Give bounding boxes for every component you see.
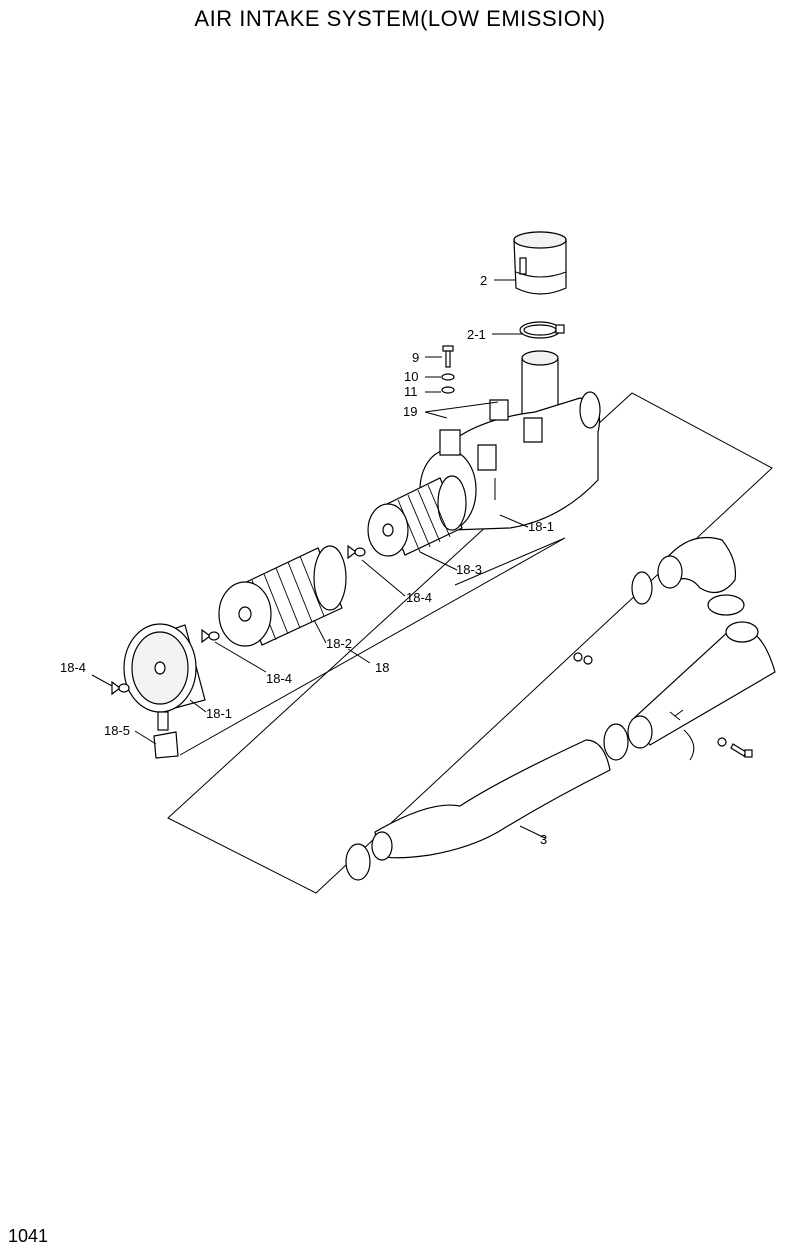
long-hose-part: [345, 739, 611, 881]
rain-cap-part: [513, 231, 567, 295]
clamp-part: [519, 321, 565, 339]
elbow-hose-part: [631, 536, 745, 616]
page-number: 1041: [8, 1226, 49, 1246]
wing-nut-part: [201, 628, 220, 644]
callout-label: 18: [375, 660, 389, 675]
dust-valve-part: [153, 711, 179, 759]
hose-clamp-part: [603, 723, 629, 761]
callout-label: 18-4: [266, 671, 292, 686]
callout-label: 2-1: [467, 327, 486, 342]
page-title: AIR INTAKE SYSTEM(LOW EMISSION): [194, 6, 606, 31]
wing-nut-part: [347, 544, 366, 560]
leader-lines: [91, 279, 546, 839]
bolt-part: [730, 743, 753, 758]
callout-label: 11: [404, 384, 418, 399]
callout-label: 2: [480, 273, 487, 288]
cover-part: [123, 623, 206, 713]
callout-label: 18-4: [60, 660, 86, 675]
nut-part: [573, 652, 593, 665]
safety-element-part: [367, 475, 467, 557]
filter-group-frame: [179, 537, 566, 756]
group-frame: [167, 392, 773, 894]
callout-label: 18-2: [326, 636, 352, 651]
wing-nut-part: [111, 680, 130, 696]
pipe-part: [627, 621, 776, 749]
callout-label: 18-4: [406, 590, 432, 605]
washer-part: [441, 386, 455, 394]
washer-part: [717, 737, 727, 747]
callout-label: 3: [540, 832, 547, 847]
bolt-part: [442, 345, 454, 368]
main-element-part: [218, 545, 347, 647]
callout-label: 19: [403, 404, 417, 419]
callout-label: 18-1: [528, 519, 554, 534]
callout-label: 18-1: [206, 706, 232, 721]
hose-clamp-part: [683, 729, 695, 761]
air-cleaner-housing: [419, 350, 601, 531]
callout-label: 18-5: [104, 723, 130, 738]
washer-part: [441, 373, 455, 381]
callout-label: 10: [404, 369, 418, 384]
callout-label: 9: [412, 350, 419, 365]
callout-label: 18-3: [456, 562, 482, 577]
